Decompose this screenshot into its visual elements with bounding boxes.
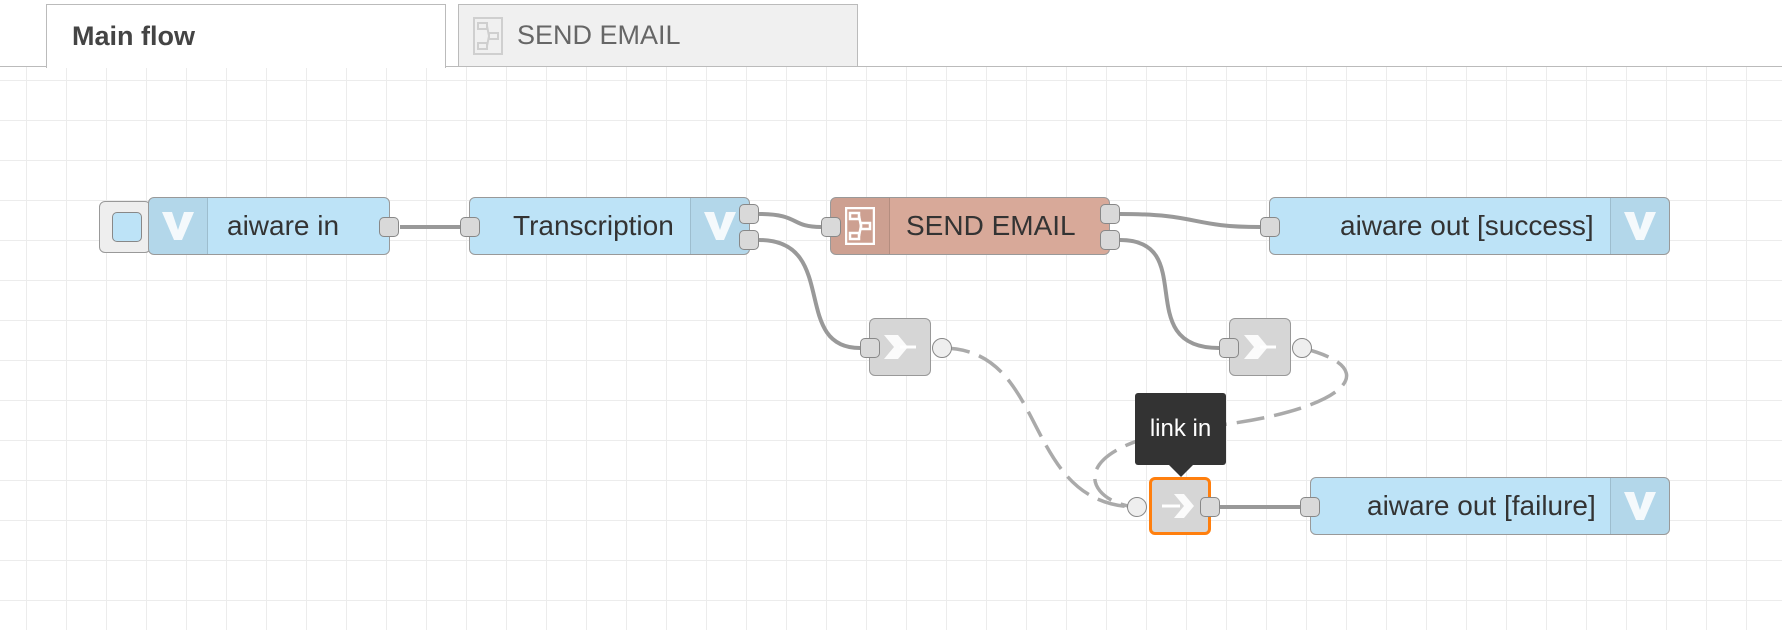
tooltip-text: link in [1149, 415, 1212, 442]
inject-trigger-inner [112, 212, 142, 242]
node-send-email[interactable]: SEND EMAIL [830, 197, 1110, 255]
input-port[interactable] [1219, 338, 1239, 358]
tab-send-email[interactable]: SEND EMAIL [458, 4, 858, 66]
node-transcription[interactable]: Transcription [469, 197, 750, 255]
output-port-1[interactable] [1100, 204, 1120, 224]
tab-main-flow[interactable]: Main flow [46, 4, 446, 68]
node-label: aiware out [failure] [1367, 490, 1596, 521]
node-aiware-in[interactable]: aiware in [148, 197, 390, 255]
virtual-output-port[interactable] [932, 338, 952, 358]
inject-trigger-button[interactable] [99, 201, 151, 253]
input-port[interactable] [460, 217, 480, 237]
subflow-icon [473, 16, 503, 55]
virtual-input-port[interactable] [1127, 497, 1147, 517]
virtual-output-port[interactable] [1292, 338, 1312, 358]
tab-label: SEND EMAIL [517, 20, 681, 50]
workspace-tab-bar: Main flow SEND EMAIL [0, 0, 1782, 68]
link-out-icon [870, 319, 930, 375]
output-port-2[interactable] [739, 230, 759, 250]
output-port[interactable] [379, 217, 399, 237]
input-port[interactable] [821, 217, 841, 237]
output-port-2[interactable] [1100, 230, 1120, 250]
aiware-logo-icon [1610, 198, 1669, 254]
node-aiware-out-failure[interactable]: aiware out [failure] [1310, 477, 1670, 535]
node-label: SEND EMAIL [906, 210, 1076, 241]
aiware-logo-icon [149, 198, 208, 254]
input-port[interactable] [1260, 217, 1280, 237]
node-tooltip: link in [1135, 393, 1226, 465]
input-port[interactable] [860, 338, 880, 358]
output-port[interactable] [1200, 497, 1220, 517]
tooltip-arrow [1169, 465, 1193, 477]
node-label: Transcription [513, 210, 674, 241]
flow-workspace-canvas[interactable] [0, 67, 1782, 630]
input-port[interactable] [1300, 497, 1320, 517]
node-label: aiware in [227, 210, 340, 241]
aiware-logo-icon [1610, 478, 1669, 534]
node-label: aiware out [success] [1340, 210, 1594, 241]
output-port-1[interactable] [739, 204, 759, 224]
link-out-icon [1230, 319, 1290, 375]
tab-label: Main flow [72, 21, 195, 51]
node-aiware-out-success[interactable]: aiware out [success] [1269, 197, 1670, 255]
